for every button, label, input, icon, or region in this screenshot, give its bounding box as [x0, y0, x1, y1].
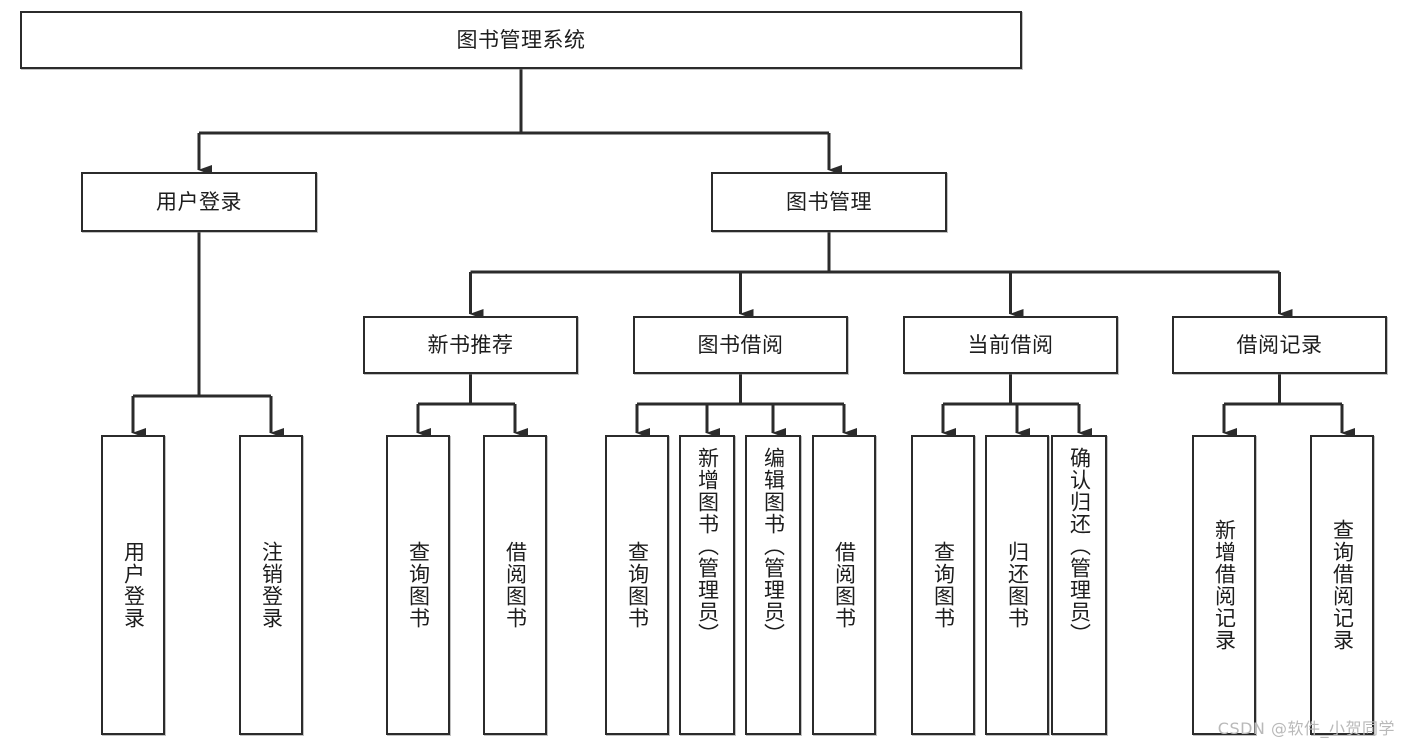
- connector-lines: [131, 69, 1355, 438]
- node-label: 新书推荐: [427, 332, 514, 357]
- node-label: 借阅记录: [1236, 332, 1323, 357]
- node-label: 图书管理系统: [456, 27, 586, 52]
- node-leaf-query-book-2[interactable]: 查询图书: [605, 435, 669, 735]
- node-label: 新增图书（管理员）: [695, 447, 720, 645]
- node-label: 查询借阅记录: [1330, 519, 1355, 651]
- node-label: 借阅图书: [832, 541, 857, 629]
- watermark-text: CSDN @软件_小贺同学: [1217, 719, 1395, 738]
- node-label: 查询图书: [406, 541, 431, 629]
- node-root[interactable]: 图书管理系统: [20, 11, 1022, 69]
- node-current-borrow[interactable]: 当前借阅: [903, 316, 1118, 374]
- node-leaf-edit-book[interactable]: 编辑图书（管理员）: [745, 435, 801, 735]
- node-new-book-rec[interactable]: 新书推荐: [363, 316, 578, 374]
- node-leaf-borrow-book-2[interactable]: 借阅图书: [812, 435, 876, 735]
- node-leaf-add-record[interactable]: 新增借阅记录: [1192, 435, 1256, 735]
- node-leaf-query-book-3[interactable]: 查询图书: [911, 435, 975, 735]
- node-leaf-query-book-1[interactable]: 查询图书: [386, 435, 450, 735]
- node-label: 图书管理: [786, 189, 872, 214]
- node-user-login[interactable]: 用户登录: [81, 172, 317, 232]
- node-leaf-borrow-book-1[interactable]: 借阅图书: [483, 435, 547, 735]
- node-label: 查询图书: [931, 541, 956, 629]
- node-label: 注销登录: [259, 541, 284, 629]
- node-label: 借阅图书: [503, 541, 528, 629]
- node-leaf-return-book[interactable]: 归还图书: [985, 435, 1049, 735]
- node-label: 查询图书: [625, 541, 650, 629]
- node-label: 当前借阅: [967, 332, 1054, 357]
- node-label: 归还图书: [1005, 541, 1030, 629]
- node-label: 确认归还（管理员）: [1067, 447, 1092, 645]
- node-leaf-confirm-return[interactable]: 确认归还（管理员）: [1051, 435, 1107, 735]
- node-label: 图书借阅: [697, 332, 784, 357]
- node-leaf-query-record[interactable]: 查询借阅记录: [1310, 435, 1374, 735]
- node-leaf-user-login[interactable]: 用户登录: [101, 435, 165, 735]
- node-label: 编辑图书（管理员）: [761, 447, 786, 645]
- node-label: 用户登录: [121, 541, 146, 629]
- node-label: 新增借阅记录: [1212, 519, 1237, 651]
- node-leaf-logout[interactable]: 注销登录: [239, 435, 303, 735]
- node-leaf-add-book[interactable]: 新增图书（管理员）: [679, 435, 735, 735]
- node-book-manage[interactable]: 图书管理: [711, 172, 947, 232]
- node-book-borrow[interactable]: 图书借阅: [633, 316, 848, 374]
- node-label: 用户登录: [156, 189, 242, 214]
- node-borrow-record[interactable]: 借阅记录: [1172, 316, 1387, 374]
